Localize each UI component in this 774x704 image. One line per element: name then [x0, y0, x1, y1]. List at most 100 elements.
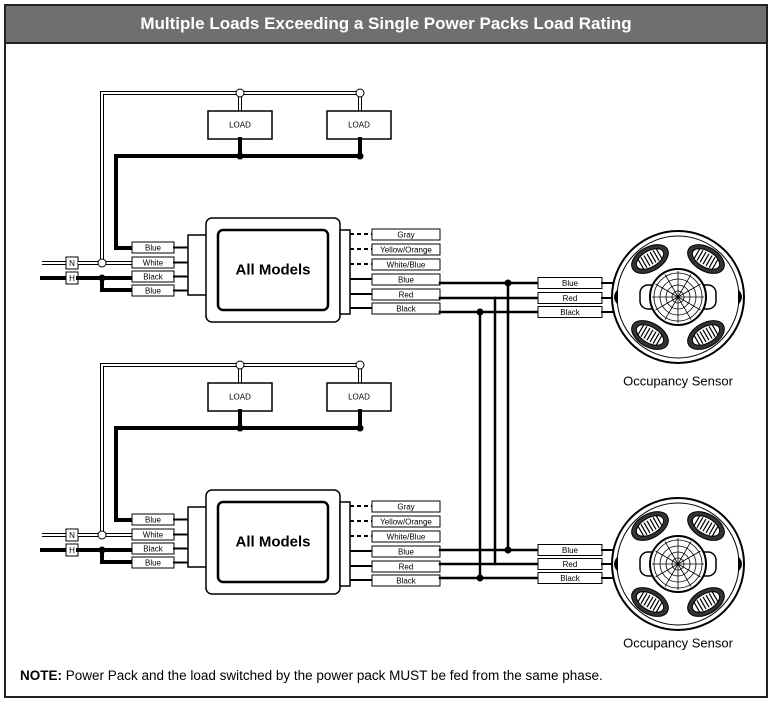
sensor-lens: [687, 511, 725, 541]
sensor-lens: [631, 320, 669, 350]
junction-dot: [356, 424, 364, 432]
wire-label: N: [69, 531, 75, 540]
output-wire-label: Blue: [371, 273, 441, 286]
input-wire-label-blue: Blue: [131, 284, 175, 297]
output-wire-label: Yellow/Orange: [371, 243, 441, 256]
wire-label: Blue: [145, 516, 162, 525]
neutral-wire: [100, 363, 360, 534]
wire-label: H: [69, 274, 75, 283]
input-wire-label-blue: Blue: [131, 556, 175, 569]
power-pack-label: All Models: [235, 262, 310, 279]
output-wire-label: Gray: [371, 500, 441, 513]
input-wire-label-blue: Blue: [131, 513, 175, 526]
note-prefix: NOTE:: [20, 668, 62, 683]
sensor-lens: [631, 244, 669, 274]
sensor-lens: [687, 320, 725, 350]
wire-label: Gray: [397, 503, 414, 512]
wire-label: White/Blue: [387, 261, 426, 270]
power-pack-flange: [187, 506, 209, 568]
wire-label: Gray: [397, 231, 414, 240]
input-wire-label-blue: Blue: [131, 241, 175, 254]
junction-dot: [356, 152, 364, 160]
output-wire-label: White/Blue: [371, 530, 441, 543]
sensor-lens: [631, 587, 669, 617]
sensor-label: Occupancy Sensor: [623, 374, 734, 389]
load-box: [207, 110, 273, 140]
neutral-junction: [235, 88, 245, 98]
wire-label: Black: [560, 574, 581, 583]
output-wire-label: Black: [371, 302, 441, 315]
sensor-wire-label: Blue: [537, 277, 603, 289]
sensor-label: Occupancy Sensor: [623, 636, 734, 651]
sensor-side: [738, 289, 742, 305]
power-pack-label: All Models: [235, 534, 310, 551]
input-wire-label-black: Black: [131, 542, 175, 555]
wire-label: Blue: [562, 546, 579, 555]
input-wire-label-white: White: [131, 256, 175, 269]
hot-jumper: [100, 550, 132, 564]
neutral-terminal: N: [65, 528, 79, 542]
wire-label: Black: [143, 545, 164, 554]
sensor-lens: [687, 244, 725, 274]
load-label: LOAD: [348, 393, 370, 402]
wire-label: Blue: [398, 548, 415, 557]
occupancy-sensor: [611, 230, 745, 364]
sensor-wire-label: Black: [537, 306, 603, 318]
wire-label: Red: [399, 563, 414, 572]
wire-label: Blue: [562, 279, 579, 288]
output-wire-label: White/Blue: [371, 258, 441, 271]
sensor-wire-label: Red: [537, 558, 603, 570]
neutral-junction: [97, 530, 107, 540]
power-pack-output-flange: [339, 229, 351, 315]
load-label: LOAD: [229, 121, 251, 130]
load-label: LOAD: [348, 121, 370, 130]
sensor-wire-label: Blue: [537, 544, 603, 556]
wire-label: Red: [399, 291, 414, 300]
output-wire-label: Gray: [371, 228, 441, 241]
wire-label: Black: [396, 305, 417, 314]
note-text: Power Pack and the load switched by the …: [62, 668, 603, 683]
wire-label: Red: [563, 560, 578, 569]
load-label: LOAD: [229, 393, 251, 402]
neutral-terminal: N: [65, 256, 79, 270]
wire-label: H: [69, 546, 75, 555]
sensor-wire-label: Black: [537, 572, 603, 584]
wire-label: Yellow/Orange: [380, 246, 432, 255]
junction-dot: [236, 152, 244, 160]
junction-dot: [504, 546, 512, 554]
occupancy-sensor: [611, 497, 745, 631]
wire-label: Blue: [145, 559, 162, 568]
wire-label: Black: [560, 308, 581, 317]
wire-label: Blue: [145, 244, 162, 253]
power-pack-flange: [187, 234, 209, 296]
junction-dot: [476, 574, 484, 582]
hot-jumper: [100, 278, 132, 292]
hot-terminal: H: [65, 271, 79, 285]
output-wire-label: Red: [371, 288, 441, 301]
wire-label: White/Blue: [387, 533, 426, 542]
diagram-title: Multiple Loads Exceeding a Single Power …: [6, 6, 766, 44]
switched-load-wire: [114, 154, 360, 248]
output-wire-label: Black: [371, 574, 441, 587]
load-box: [326, 110, 392, 140]
neutral-junction: [97, 258, 107, 268]
wire-label: Yellow/Orange: [380, 518, 432, 527]
wire-label: White: [143, 531, 164, 540]
junction-dot: [236, 424, 244, 432]
neutral-wire: [100, 91, 360, 262]
output-wire-label: Blue: [371, 545, 441, 558]
wire-label: Black: [143, 273, 164, 282]
junction-dot: [98, 546, 106, 554]
note: NOTE: Power Pack and the load switched b…: [20, 668, 603, 683]
input-wire-label-black: Black: [131, 270, 175, 283]
junction-dot: [476, 308, 484, 316]
power-pack-output-flange: [339, 501, 351, 587]
neutral-junction: [355, 88, 365, 98]
wire-label: N: [69, 259, 75, 268]
wire-label: Red: [563, 294, 578, 303]
output-wire-label: Red: [371, 560, 441, 573]
sensor-lens: [631, 511, 669, 541]
wire-label: White: [143, 259, 164, 268]
wire-label: Black: [396, 577, 417, 586]
